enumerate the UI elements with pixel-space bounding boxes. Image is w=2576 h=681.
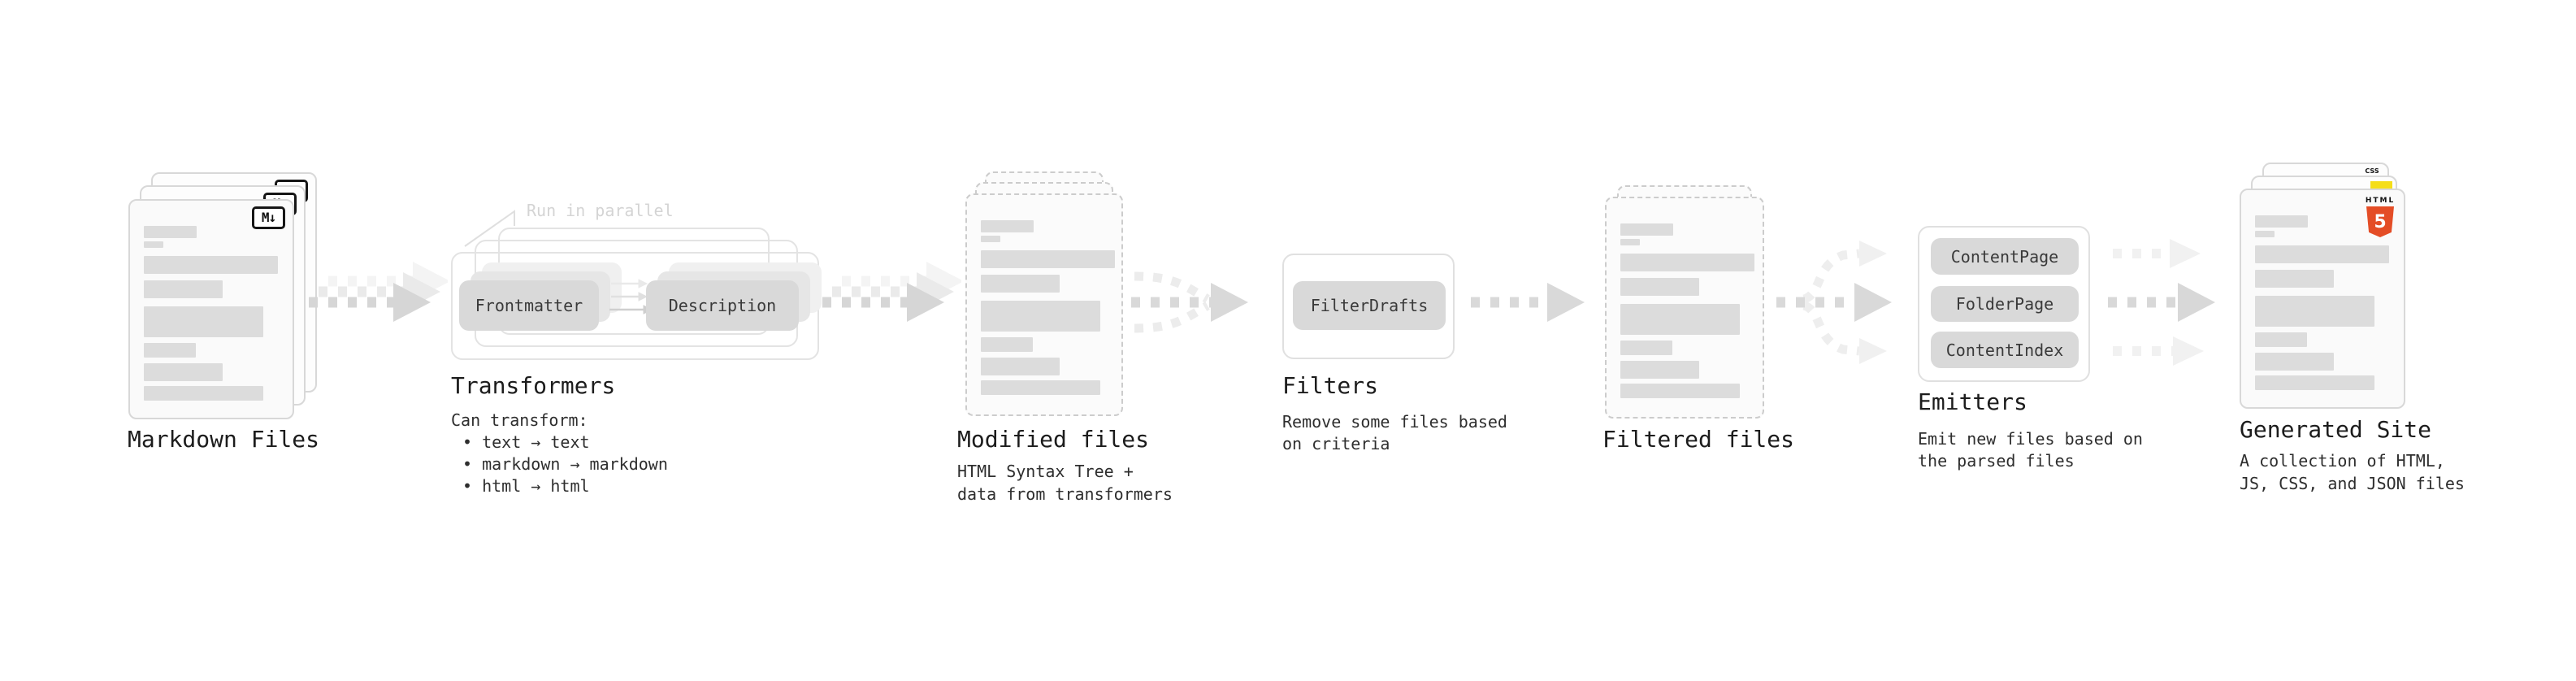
transformers-bullet: • html → html	[462, 476, 590, 496]
text-line-placeholder	[1620, 340, 1672, 355]
generated-site-description: A collection of HTML,JS, CSS, and JSON f…	[2240, 451, 2465, 493]
text-line-placeholder	[1620, 239, 1640, 245]
stage-label-modified-files: Modified files	[957, 426, 1150, 453]
text-line-placeholder	[144, 343, 196, 358]
text-line-placeholder	[144, 256, 278, 274]
text-line-placeholder	[2255, 296, 2374, 327]
text-line-placeholder	[2255, 215, 2308, 228]
text-line-placeholder	[981, 236, 1000, 242]
run-in-parallel-annotation: Run in parallel	[527, 201, 674, 220]
stage-label-filters: Filters	[1282, 372, 1379, 399]
text-line-placeholder	[144, 386, 263, 401]
text-line-placeholder	[2255, 353, 2334, 371]
annotation-leader-line	[464, 210, 515, 247]
markdown-file-card-front: M↓	[128, 199, 294, 419]
text-line-placeholder	[144, 226, 197, 238]
stage-label-emitters: Emitters	[1918, 388, 2027, 415]
text-line-placeholder	[144, 280, 223, 298]
html5-icon: HTML 5	[2363, 197, 2397, 237]
folderpage-pill: FolderPage	[1931, 286, 2079, 322]
flow-arrow-icon	[1471, 283, 1585, 322]
document-content-placeholder	[2241, 190, 2404, 407]
filterdrafts-pill: FilterDrafts	[1293, 281, 1446, 330]
text-line-placeholder	[2255, 231, 2275, 237]
text-line-placeholder	[1620, 254, 1754, 271]
contentpage-pill: ContentPage	[1931, 238, 2079, 275]
filters-group-box: FilterDrafts	[1282, 254, 1455, 359]
text-line-placeholder	[981, 358, 1060, 375]
frontmatter-pill: Frontmatter	[459, 280, 599, 331]
text-line-placeholder	[144, 306, 263, 337]
text-line-placeholder	[2255, 245, 2389, 263]
document-content-placeholder	[1607, 198, 1763, 417]
text-line-placeholder	[981, 275, 1060, 293]
stage-label-transformers: Transformers	[451, 372, 616, 399]
text-line-placeholder	[144, 363, 223, 381]
document-content-placeholder	[130, 201, 293, 418]
text-line-placeholder	[2255, 332, 2307, 347]
transformers-note-heading: Can transform:	[451, 410, 588, 430]
emitters-group-box: ContentPage FolderPage ContentIndex	[1918, 226, 2090, 382]
text-line-placeholder	[1620, 304, 1740, 335]
text-line-placeholder	[1620, 278, 1699, 296]
text-line-placeholder	[981, 250, 1115, 268]
converge-arrow-icon	[1131, 271, 1248, 333]
transformers-bullet: • markdown → markdown	[462, 454, 668, 474]
markdown-icon: M↓	[252, 206, 285, 229]
text-line-placeholder	[981, 337, 1033, 352]
transformers-bullet: • text → text	[462, 432, 590, 452]
text-line-placeholder	[1620, 384, 1740, 398]
text-line-placeholder	[2255, 375, 2374, 390]
contentindex-pill: ContentIndex	[1931, 332, 2079, 368]
diverge-arrow-icon	[1776, 241, 1892, 364]
flow-arrow-icon	[822, 262, 961, 322]
parallel-flow-arrows-icon	[2108, 239, 2215, 366]
text-line-placeholder	[981, 380, 1100, 395]
text-line-placeholder	[981, 301, 1100, 332]
filtered-file-card	[1605, 197, 1764, 419]
stage-label-generated-site: Generated Site	[2240, 416, 2432, 443]
description-pill: Description	[646, 280, 799, 331]
text-line-placeholder	[1620, 361, 1699, 379]
text-line-placeholder	[2255, 270, 2334, 288]
text-line-placeholder	[981, 220, 1034, 232]
modified-files-description: HTML Syntax Tree +data from transformers	[957, 462, 1173, 504]
text-line-placeholder	[144, 241, 163, 248]
modified-file-card	[965, 193, 1123, 416]
generated-file-card-html: HTML 5	[2240, 189, 2405, 409]
text-line-placeholder	[1620, 223, 1673, 236]
stage-label-filtered-files: Filtered files	[1602, 426, 1795, 453]
flow-arrow-icon	[309, 262, 448, 322]
stage-label-markdown-files: Markdown Files	[128, 426, 320, 453]
document-content-placeholder	[967, 195, 1121, 414]
